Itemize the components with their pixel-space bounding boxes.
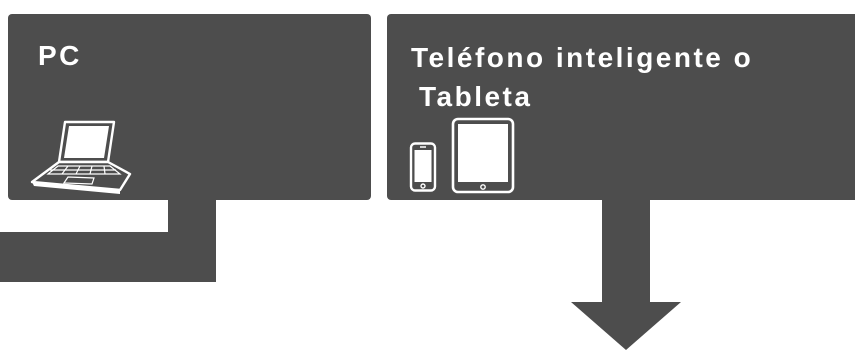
mobile-card: Teléfono inteligente o Tableta: [387, 14, 855, 200]
mobile-card-title: Teléfono inteligente o Tableta: [411, 38, 753, 116]
down-arrow: [571, 200, 681, 350]
pc-card: PC: [8, 14, 371, 200]
pc-card-title: PC: [38, 40, 82, 71]
mobile-card-title-line2: Tableta: [419, 81, 533, 112]
smartphone-icon: [409, 142, 437, 192]
tablet-icon: [451, 117, 515, 194]
mobile-card-title-line1: Teléfono inteligente o: [411, 42, 754, 73]
l-shaped-connector: [0, 200, 216, 282]
laptop-icon: [30, 120, 132, 194]
